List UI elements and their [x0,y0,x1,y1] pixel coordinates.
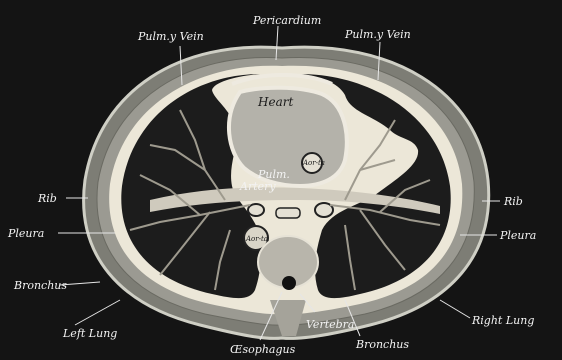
label-bronchus-right: Bronchus [355,338,409,351]
label-pleura-right: Pleura [499,229,536,242]
label-pleura-left: Pleura [7,227,44,240]
label-left-lung: Left Lung [62,327,117,340]
label-pulm-vein-right: Pulm.y Vein [344,28,411,41]
label-rib-right: Rib [503,195,523,208]
label-right-lung: Right Lung [471,314,534,327]
label-vertebra: Vertebra [306,318,355,331]
label-bronchus-left: Bronchus [13,279,67,292]
oesophagus-tube [276,208,300,218]
label-heart: Heart [257,95,293,109]
left-bronchus-ring [248,204,264,216]
label-pulm-vein-left: Pulm.y Vein [137,30,204,43]
label-aorta-upper: Aor-ta [302,159,325,167]
label-pulm-artery-b: Artery [239,180,276,193]
label-pericardium: Pericardium [252,14,321,27]
spinal-canal [282,276,296,290]
label-rib-left: Rib [37,192,57,205]
label-oesophagus: Œsophagus [230,343,296,356]
label-aorta-lower: Aor-ta [245,235,268,243]
